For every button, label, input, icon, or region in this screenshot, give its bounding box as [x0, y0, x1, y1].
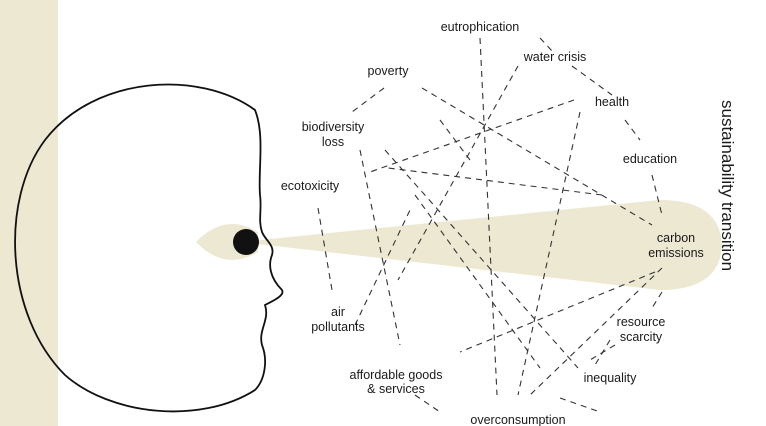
node-overconsumption: overconsumption	[470, 413, 565, 426]
edge	[651, 291, 663, 309]
eye-pupil	[233, 229, 259, 255]
edge	[397, 65, 519, 281]
sustainability-transition-label: sustainability transition	[718, 100, 737, 271]
edge	[624, 119, 641, 141]
edge	[651, 174, 663, 216]
relationship-edges	[317, 37, 663, 413]
edge	[559, 397, 601, 413]
edge	[421, 87, 653, 226]
edge	[369, 99, 575, 173]
edge	[539, 37, 554, 53]
edge	[459, 271, 656, 353]
edge	[571, 65, 613, 96]
edge	[414, 394, 441, 413]
edge	[594, 339, 611, 366]
node-affordable-goods: affordable goods	[350, 368, 443, 382]
node-poverty: poverty	[368, 64, 410, 78]
edge	[414, 194, 541, 369]
node-resource-scarcity: resource	[617, 315, 666, 329]
node-air-pollutants-line2: pollutants	[311, 320, 365, 334]
node-biodiversity-loss: biodiversity	[302, 120, 365, 134]
node-air-pollutants: air	[331, 305, 345, 319]
edge	[317, 207, 333, 291]
edge	[529, 267, 663, 396]
node-ecotoxicity: ecotoxicity	[281, 179, 340, 193]
node-health: health	[595, 95, 629, 109]
head-outline	[14, 83, 284, 413]
edge	[359, 149, 401, 346]
node-resource-scarcity-line2: scarcity	[620, 330, 663, 344]
node-eutrophication: eutrophication	[441, 20, 520, 34]
edge	[517, 111, 581, 396]
edge	[479, 37, 498, 396]
node-carbon-emissions: carbon	[657, 231, 695, 245]
node-education: education	[623, 152, 677, 166]
node-water-crisis: water crisis	[523, 50, 587, 64]
edge	[384, 149, 579, 369]
node-carbon-emissions-line2: emissions	[648, 246, 704, 260]
edge	[351, 87, 385, 113]
node-inequality: inequality	[584, 371, 638, 385]
node-labels: eutrophication water crisis poverty heal…	[281, 20, 704, 426]
vision-cone	[240, 200, 722, 290]
edge	[387, 167, 603, 196]
node-biodiversity-loss-line2: loss	[322, 135, 344, 149]
edge	[439, 119, 471, 161]
node-affordable-goods-line2: & services	[367, 382, 425, 396]
